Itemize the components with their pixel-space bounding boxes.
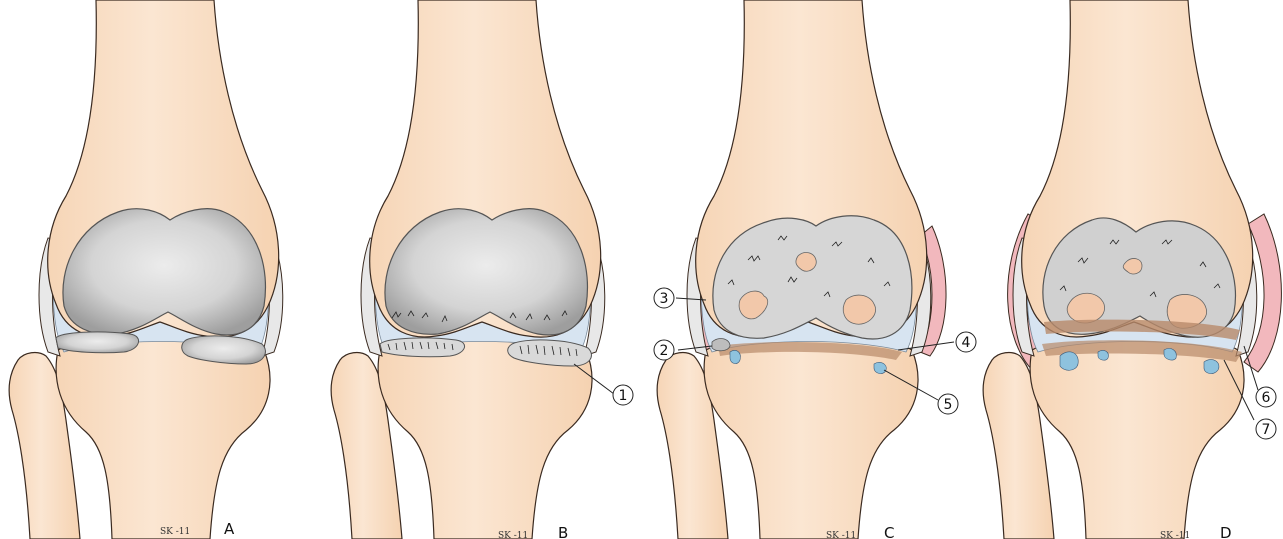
callout-1: 1 <box>619 388 628 404</box>
panel-b: 1 SK -11 B <box>331 0 633 539</box>
credit-d: SK -11 <box>1160 531 1190 539</box>
callout-6: 6 <box>1262 390 1271 406</box>
callout-7: 7 <box>1262 422 1271 438</box>
panel-d: 6 7 SK -11 D <box>983 0 1281 539</box>
credit-b: SK -11 <box>498 531 528 539</box>
stage-label-b: B <box>558 524 568 539</box>
panel-a: SK -11 A <box>9 0 283 539</box>
credit-a: SK -11 <box>160 527 190 537</box>
panel-c: 2 3 4 5 SK -11 C <box>654 0 976 539</box>
callout-5: 5 <box>944 397 953 413</box>
stage-label-d: D <box>1220 524 1232 539</box>
stage-label-a: A <box>224 520 235 538</box>
stage-label-c: C <box>884 524 894 539</box>
callout-2: 2 <box>660 343 669 359</box>
credit-c: SK -11 <box>826 531 856 539</box>
callout-3: 3 <box>660 291 669 307</box>
callout-4: 4 <box>962 335 971 351</box>
